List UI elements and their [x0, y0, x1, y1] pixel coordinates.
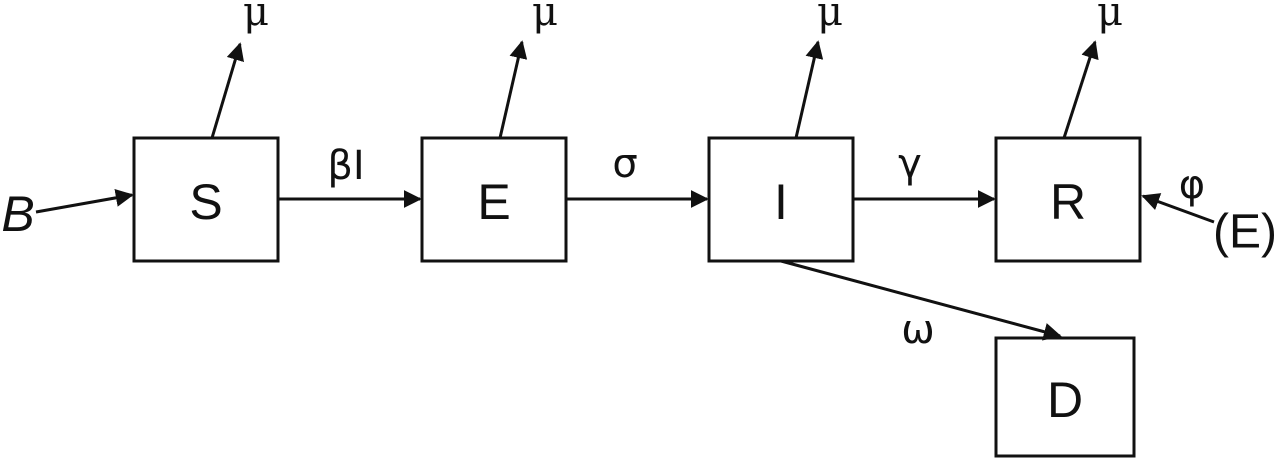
- mortality-r: μ: [1062, 0, 1123, 139]
- mortality-label-i: μ: [817, 0, 843, 35]
- compartment-i: I: [707, 136, 855, 263]
- compartment-r: R: [994, 136, 1142, 263]
- compartment-d-label: D: [1047, 372, 1083, 428]
- mortality-arrow-i: [794, 40, 824, 139]
- incubation-rate-label: σ: [612, 141, 637, 187]
- arrow-i-to-d: [780, 259, 1062, 341]
- birth-arrow: [35, 188, 134, 214]
- mortality-arrow-e: [498, 40, 528, 139]
- transition-e-to-i: σ: [566, 141, 709, 208]
- compartment-r-label: R: [1050, 174, 1086, 230]
- compartment-d: D: [994, 336, 1136, 458]
- infection-rate-label: βI: [327, 143, 364, 189]
- external-inflow-r: φ (E): [1141, 162, 1277, 259]
- compartment-e: E: [420, 136, 568, 263]
- mortality-s: μ: [210, 0, 269, 139]
- arrow-external-to-r: [1141, 193, 1215, 224]
- mortality-arrow-r: [1062, 40, 1099, 139]
- mortality-label-e: μ: [532, 0, 558, 35]
- compartment-i-label: I: [774, 174, 788, 230]
- mortality-i: μ: [794, 0, 843, 139]
- compartment-s-label: S: [189, 174, 222, 230]
- external-source-label: (E): [1213, 206, 1277, 259]
- transition-i-to-r: γ: [853, 141, 996, 208]
- mortality-label-s: μ: [243, 0, 269, 35]
- death-rate-label: ω: [901, 307, 935, 353]
- birth-inflow: B: [1, 186, 134, 242]
- transition-s-to-e: βI: [278, 143, 422, 208]
- compartment-s: S: [132, 136, 280, 263]
- compartment-d-box: [994, 336, 1136, 458]
- external-recovery-rate-label: φ: [1179, 162, 1205, 208]
- compartment-r-box: [994, 136, 1142, 263]
- mortality-label-r: μ: [1097, 0, 1123, 35]
- mortality-e: μ: [498, 0, 558, 139]
- compartment-s-box: [132, 136, 280, 263]
- birth-label: B: [1, 186, 34, 242]
- mortality-arrow-s: [210, 42, 245, 139]
- compartment-e-box: [420, 136, 568, 263]
- transition-i-to-d: ω: [780, 259, 1062, 353]
- recovery-rate-label: γ: [898, 141, 922, 187]
- compartment-e-label: E: [477, 174, 510, 230]
